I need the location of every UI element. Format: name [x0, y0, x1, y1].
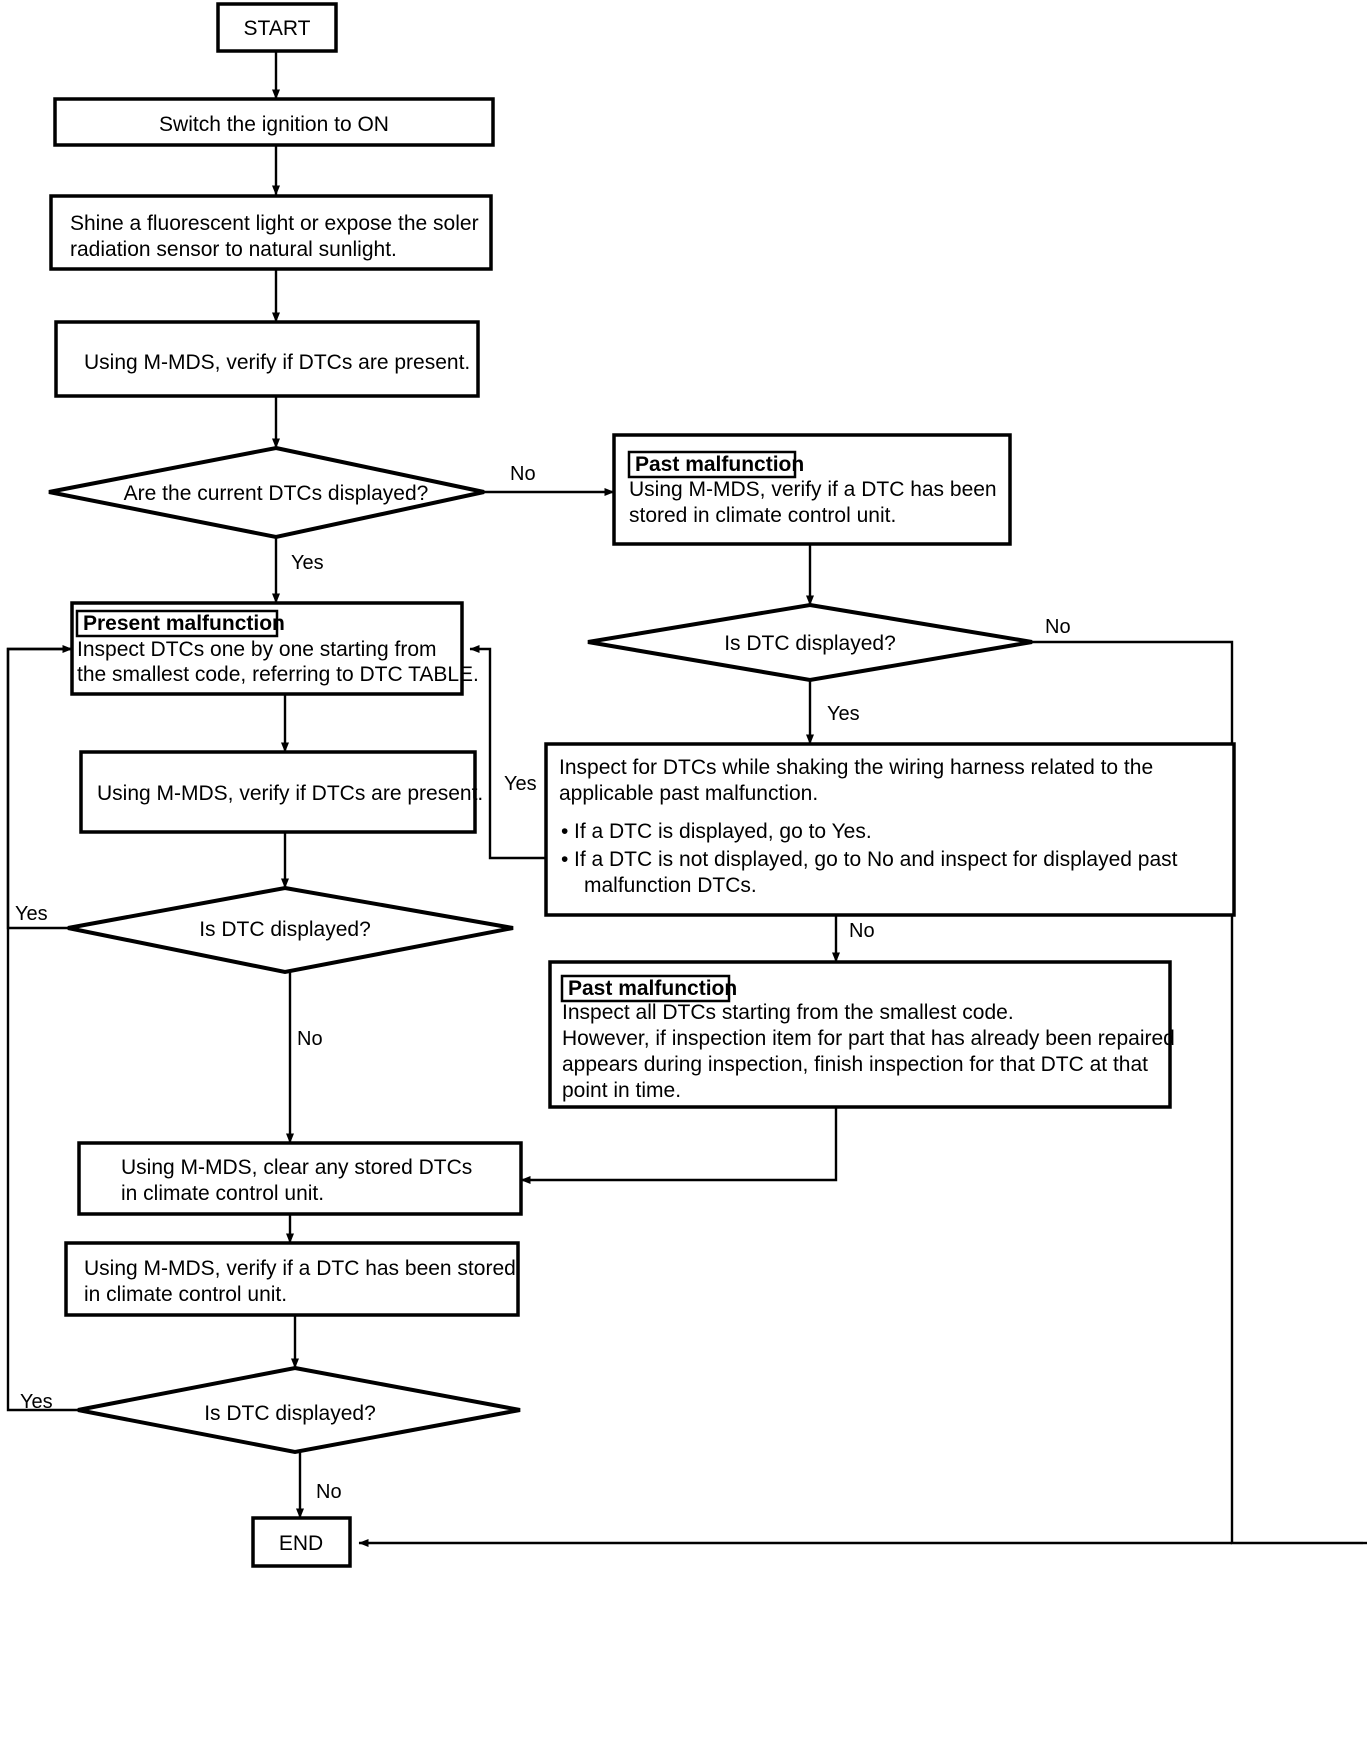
edge-label-mid-left-no: No	[297, 1028, 323, 1050]
node-present-malfunction-line2: the smallest code, referring to DTC TABL…	[77, 663, 479, 686]
edge-label-mid-left-yes: Yes	[15, 903, 48, 925]
node-ignition: Switch the ignition to ON	[53, 97, 495, 147]
node-shine-light: Shine a fluorescent light or expose the …	[49, 194, 493, 271]
node-shake-harness-line2: applicable past malfunction.	[559, 782, 818, 805]
node-end-label: END	[279, 1532, 323, 1555]
node-shine-light-line2: radiation sensor to natural sunlight.	[70, 238, 397, 261]
node-verify-stored-dtc: Using M-MDS, verify if a DTC has been st…	[64, 1241, 520, 1317]
node-is-dtc-displayed-right-label: Is DTC displayed?	[724, 632, 896, 655]
node-past-malfunction-1-tag: Past malfunction	[635, 453, 804, 476]
node-past-malfunction-2-line2: However, if inspection item for part tha…	[562, 1027, 1175, 1050]
node-verify-dtcs-present-2-label: Using M-MDS, verify if DTCs are present.	[97, 782, 483, 805]
edge-label-current-dtcs-yes: Yes	[291, 552, 324, 574]
node-is-dtc-displayed-bottom: Is DTC displayed?	[77, 1365, 521, 1455]
node-are-current-dtcs-displayed: Are the current DTCs displayed?	[48, 445, 485, 540]
node-shake-harness-bullet-2: •	[561, 848, 568, 871]
node-present-malfunction-line1: Inspect DTCs one by one starting from	[77, 638, 437, 661]
edge-label-shake-harness-yes: Yes	[504, 773, 537, 795]
edge-label-bottom-no: No	[316, 1481, 342, 1503]
node-ignition-label: Switch the ignition to ON	[159, 113, 389, 136]
node-are-current-dtcs-displayed-label: Are the current DTCs displayed?	[124, 482, 429, 505]
node-past-malfunction-2-line1: Inspect all DTCs starting from the small…	[562, 1001, 1014, 1024]
node-shake-harness: Inspect for DTCs while shaking the wirin…	[544, 742, 1236, 917]
node-shine-light-line1: Shine a fluorescent light or expose the …	[70, 212, 479, 235]
node-shake-harness-bullet-1: •	[561, 820, 568, 843]
node-past-malfunction-2: Past malfunction Inspect all DTCs starti…	[548, 960, 1175, 1109]
node-shake-harness-bullet-2-line2: malfunction DTCs.	[584, 874, 757, 897]
edge-label-right-diamond-yes: Yes	[827, 703, 860, 725]
node-past-malfunction-2-line3: appears during inspection, finish inspec…	[562, 1053, 1148, 1076]
node-present-malfunction-tag: Present malfunction	[83, 612, 285, 635]
node-past-malfunction-1: Past malfunction Using M-MDS, verify if …	[612, 433, 1012, 546]
node-is-dtc-displayed-mid-label: Is DTC displayed?	[199, 918, 371, 941]
node-past-malfunction-2-tag: Past malfunction	[568, 977, 737, 1000]
node-past-malfunction-2-line4: point in time.	[562, 1079, 681, 1102]
node-is-dtc-displayed-mid: Is DTC displayed?	[67, 885, 514, 975]
node-is-dtc-displayed-bottom-label: Is DTC displayed?	[204, 1402, 376, 1425]
node-shake-harness-bullet-2-line1: If a DTC is not displayed, go to No and …	[574, 848, 1178, 871]
node-verify-dtcs-present-1-label: Using M-MDS, verify if DTCs are present.	[84, 351, 470, 374]
node-past-malfunction-1-line2: stored in climate control unit.	[629, 504, 896, 527]
node-is-dtc-displayed-right: Is DTC displayed?	[587, 602, 1033, 683]
node-verify-dtcs-present-2: Using M-MDS, verify if DTCs are present.	[79, 750, 483, 834]
edge-label-bottom-yes: Yes	[20, 1391, 53, 1413]
node-clear-dtcs: Using M-MDS, clear any stored DTCs in cl…	[77, 1141, 523, 1216]
connectors	[6, 51, 1367, 1547]
edge-label-shake-harness-no: No	[849, 920, 875, 942]
node-verify-dtcs-present-1: Using M-MDS, verify if DTCs are present.	[54, 320, 480, 398]
node-clear-dtcs-line1: Using M-MDS, clear any stored DTCs	[121, 1156, 472, 1179]
node-past-malfunction-1-line1: Using M-MDS, verify if a DTC has been	[629, 478, 997, 501]
edge-label-current-dtcs-no: No	[510, 463, 536, 485]
edge-label-right-diamond-no: No	[1045, 616, 1071, 638]
node-verify-stored-dtc-line1: Using M-MDS, verify if a DTC has been st…	[84, 1257, 516, 1280]
node-start-label: START	[244, 17, 311, 40]
node-end: END	[251, 1516, 352, 1568]
node-shake-harness-bullet-1-text: If a DTC is displayed, go to Yes.	[574, 820, 872, 843]
node-shake-harness-line1: Inspect for DTCs while shaking the wirin…	[559, 756, 1153, 779]
node-clear-dtcs-line2: in climate control unit.	[121, 1182, 324, 1205]
node-start: START	[216, 2, 338, 53]
node-present-malfunction: Present malfunction Inspect DTCs one by …	[70, 601, 479, 696]
node-verify-stored-dtc-line2: in climate control unit.	[84, 1283, 287, 1306]
